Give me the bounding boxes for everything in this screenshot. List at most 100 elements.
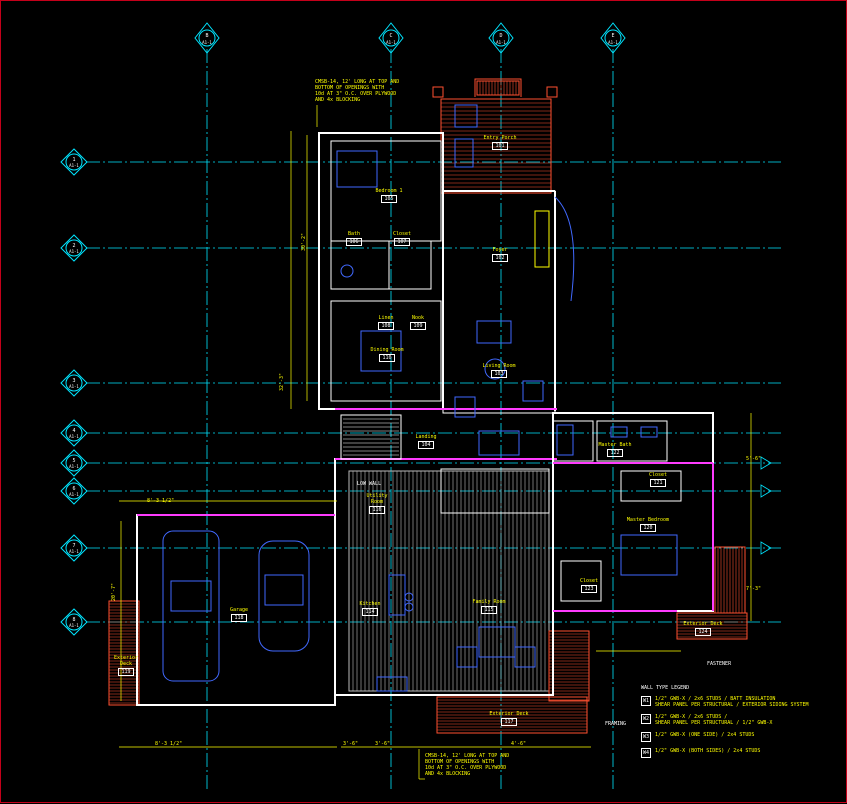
grid-bubbles: BA1-1CA1-1DA1-1EA1-11A1-12A1-13A1-14A1-1… [60,22,772,636]
grid-bubble [60,234,88,262]
deck-outline [548,630,590,702]
grid-bubble-sheet: A1-1 [496,40,506,45]
family-sofa [478,626,516,658]
grid-bubble-sheet: A1-1 [69,464,79,469]
grid-bubble-sheet: A1-1 [202,40,212,45]
master-bed [620,534,678,576]
grid-bubble [488,22,514,54]
grid-bubble [60,419,88,447]
armchair [522,380,544,402]
car-right [258,540,310,652]
room-label-master-bedroom: Master Bedroom 120 [626,517,670,532]
vanity [640,426,658,438]
legend-title: WALL TYPE LEGEND [641,685,690,691]
fastener-label: FASTENER [707,661,732,667]
family-chair [456,646,478,668]
deck-hatching [108,78,748,734]
fixtures [162,104,678,692]
grid-bubble-circle [65,613,83,631]
room-label-bath: Bath 106 [346,231,362,246]
vanity [610,426,628,438]
car-left-roof [170,580,212,612]
coffee-table [484,358,506,380]
legend-item: W3 1/2" GWB-X (ONE SIDE) / 2x4 STUDS [641,732,755,742]
grid-bubble-circle [65,239,83,257]
grid-bubble-label: 1 [72,157,75,163]
grid-bubble-sheet: A1-1 [69,434,79,439]
room-label-bedroom-1: Bedroom 1 105 [375,188,403,203]
dim-main-vertical: 30'-2" [301,232,307,251]
grid-bubble-circle [65,424,83,442]
room-label-utility: Utility Room 116 [366,493,388,514]
dim-left-a: 32'-3" [279,372,285,391]
room-label-exterior-deck-south: Exterior Deck 117 [489,711,529,726]
dim-garage-width: 8'-3 1/2" [147,498,175,504]
grid-bubble [60,148,88,176]
fireplace [478,430,520,456]
dining-table [360,330,402,372]
grid-bubble-circle [65,153,83,171]
grid-bubble [194,22,220,54]
grid-bubble [60,608,88,636]
wall-type-legend: WALL TYPE LEGEND W1 1/2" GWB-X / 2x6 STU… [641,685,831,758]
grid-bubble [60,477,88,505]
stairs [340,414,402,460]
master-bath-tub-area [552,420,594,462]
grid-bubble-circle [65,374,83,392]
grid-bubble-label: E [611,33,614,39]
closet-walls [388,240,432,290]
room-label-dining: Dining Room 110 [370,347,404,362]
grid-bubble-circle [604,29,622,47]
dim-right-b: 7'-3" [746,586,762,592]
room-label-closet: Closet 107 [392,231,412,246]
armchair [454,396,476,418]
grid-bubble-sheet: A1-1 [69,549,79,554]
car-right-roof [264,574,304,606]
room-label-family: Family Room 115 [472,599,506,614]
dim-left-b: 20'-7" [111,582,117,601]
dimension-lines [119,105,752,780]
grid-bubble-sheet: A1-1 [69,384,79,389]
grid-bubble-sheet: A1-1 [69,249,79,254]
dim-bottom-b: 3'-6" [343,741,359,747]
grid-bubble-sheet: A1-1 [386,40,396,45]
toilet [340,264,354,278]
dining-walls [330,300,442,402]
dim-right-a: 5'-6" [746,456,762,462]
grid-bubble-sheet: A1-1 [69,163,79,168]
walls [136,132,714,706]
framing-note-bottom: CMSB-14, 12' LONG AT TOP AND BOTTOM OF O… [425,753,510,777]
dim-bottom-c: 3'-6" [375,741,391,747]
bench [534,210,550,268]
grid-bubble-label: 7 [72,543,75,549]
porch-steps [474,78,522,97]
grid-bubble-label: C [389,33,392,39]
deck-outline [436,696,588,734]
grid-bubble-label: 6 [72,486,75,492]
grid-bubble [60,449,88,477]
porch-bench [454,138,474,168]
grid-bubble-label: D [499,33,502,39]
framing-note-top: CMSB-14, 12' LONG AT TOP AND BOTTOM OF O… [315,79,400,103]
grid-bubble [60,369,88,397]
deck-outline [476,80,520,96]
grid-bubble-circle [65,454,83,472]
deck-outline [676,612,748,640]
room-label-nook: Nook 109 [410,315,426,330]
grid-marker [760,541,772,555]
stool [404,592,414,602]
closet-2 [560,560,602,602]
room-label-exterior-deck-garage: Exterior Deck 119 [113,655,139,676]
porch-post [432,86,444,98]
grid-bubble-label: 4 [72,428,75,434]
grid-bubble-circle [382,29,400,47]
kitchen-sink [376,676,408,692]
grid-bubble-circle [492,29,510,47]
legend-item: W2 1/2" GWB-X / 2x6 STUDS / SHEAR PANEL … [641,714,773,726]
bedroom-wing-walls [318,132,444,410]
sofa [476,320,512,344]
grid-marker [760,456,772,470]
room-label-entry-porch: Entry Porch 101 [483,135,517,150]
